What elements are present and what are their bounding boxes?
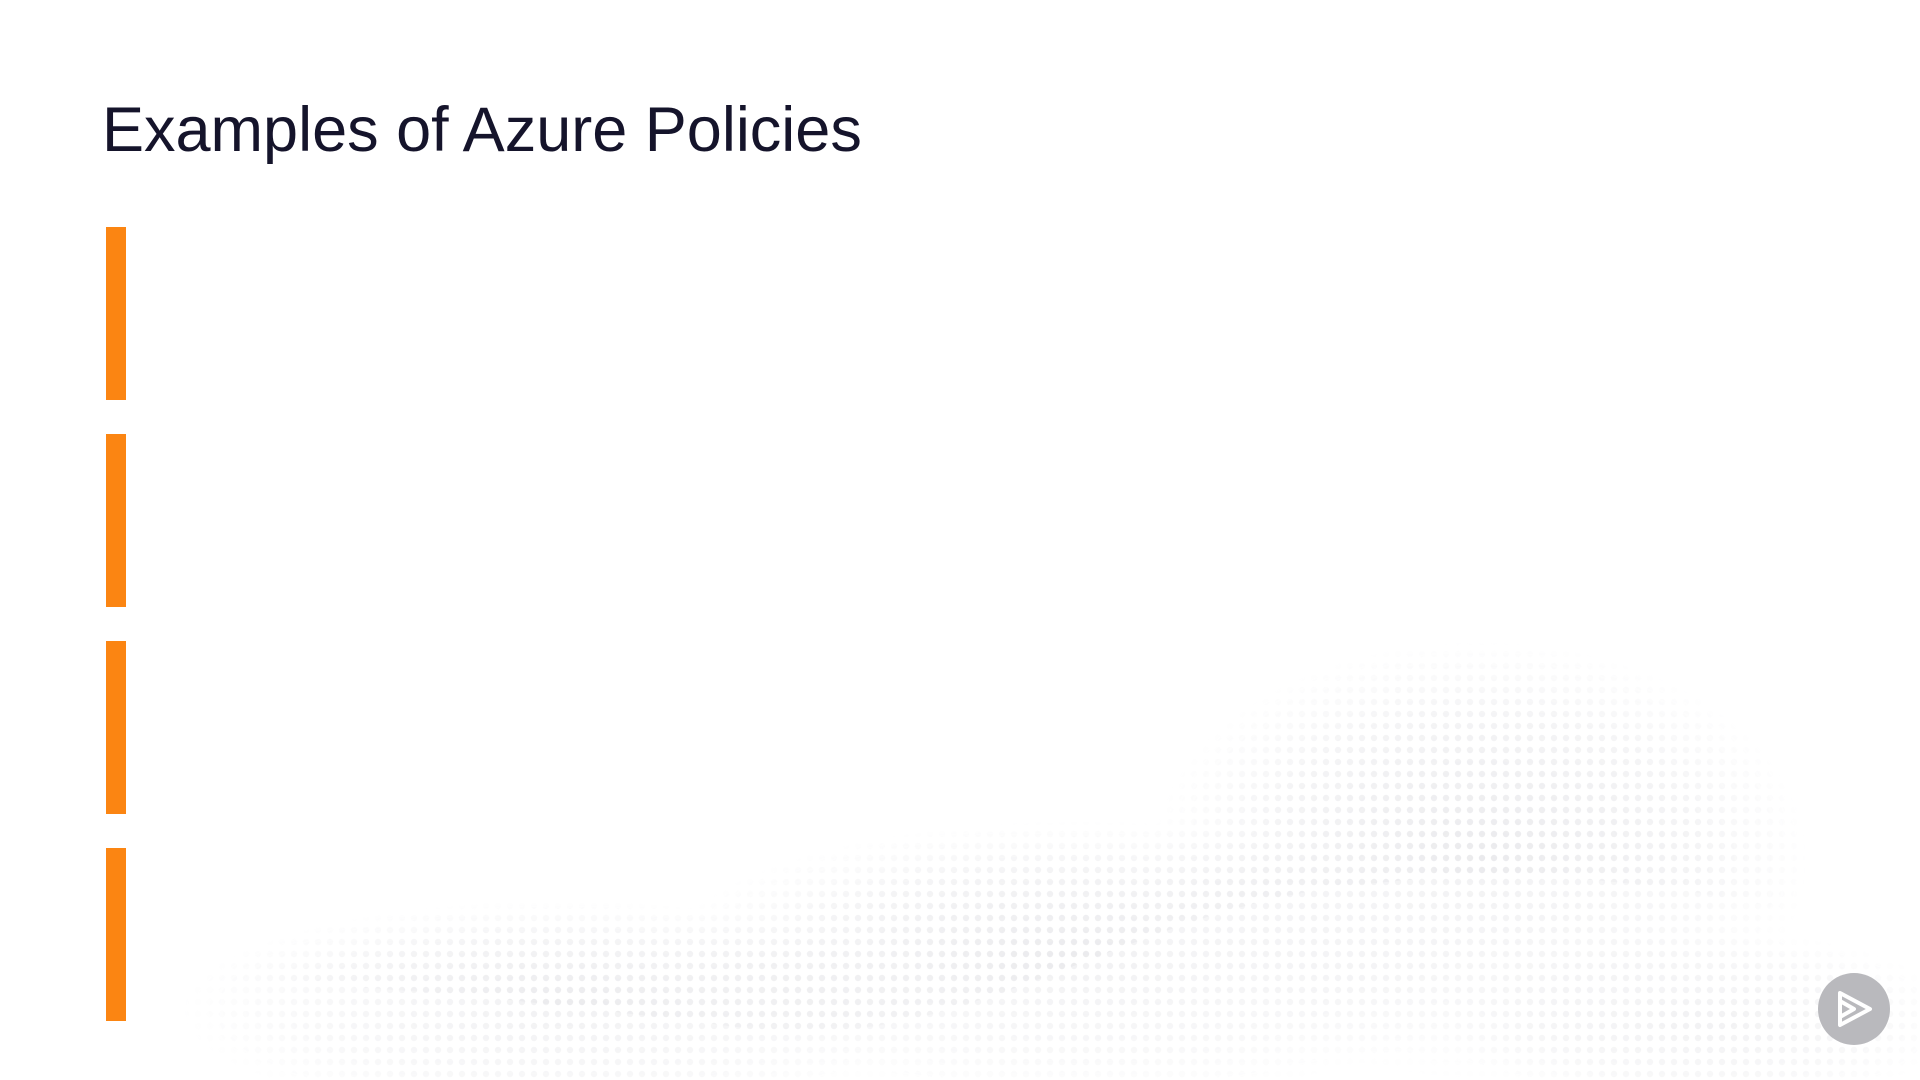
slide-title: Examples of Azure Policies xyxy=(102,95,862,165)
bullet-item-3 xyxy=(106,641,1506,814)
bullet-accent-bar xyxy=(106,848,126,1021)
bullet-accent-bar xyxy=(106,641,126,814)
bullet-accent-bar xyxy=(106,434,126,607)
play-logo xyxy=(1818,973,1890,1045)
bullet-list xyxy=(106,227,1506,1021)
bullet-accent-bar xyxy=(106,227,126,400)
bullet-item-4 xyxy=(106,848,1506,1021)
bullet-item-2 xyxy=(106,434,1506,607)
bullet-item-1 xyxy=(106,227,1506,400)
play-logo-icon xyxy=(1838,991,1872,1027)
